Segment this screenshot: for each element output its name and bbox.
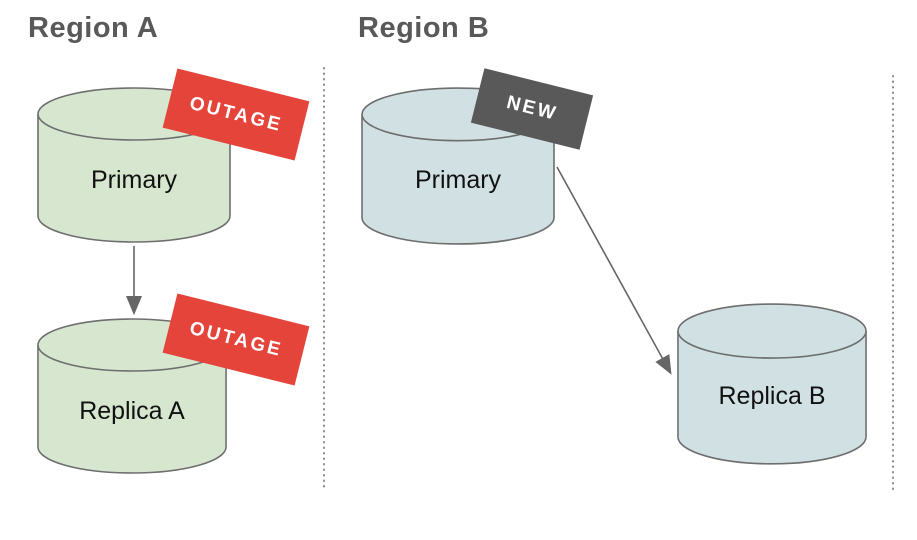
region-b-title: Region B: [358, 12, 490, 44]
region-a-replica-cylinder: Replica A: [36, 317, 228, 477]
region-b-replica-cylinder: Replica B: [676, 302, 868, 468]
replication-arrow-region-b: [556, 166, 672, 375]
cylinder-body: [361, 114, 555, 245]
region-a-primary-label: Primary: [90, 166, 178, 194]
database-cylinder-icon: [677, 303, 867, 465]
region-b-replica-label: Replica B: [718, 382, 826, 410]
cylinder-top: [677, 303, 867, 359]
region-a-title: Region A: [28, 12, 159, 44]
outage-badge-label: OUTAGE: [187, 92, 285, 136]
region-a-replica-label: Replica A: [79, 397, 185, 425]
outage-badge-label: OUTAGE: [187, 317, 285, 361]
region-b-primary-label: Primary: [414, 166, 502, 194]
database-cylinder-icon: [37, 318, 227, 474]
new-badge-label: NEW: [504, 92, 560, 125]
cylinder-body: [37, 114, 231, 243]
cylinder-body: [37, 345, 227, 474]
cylinder-body: [677, 331, 867, 465]
